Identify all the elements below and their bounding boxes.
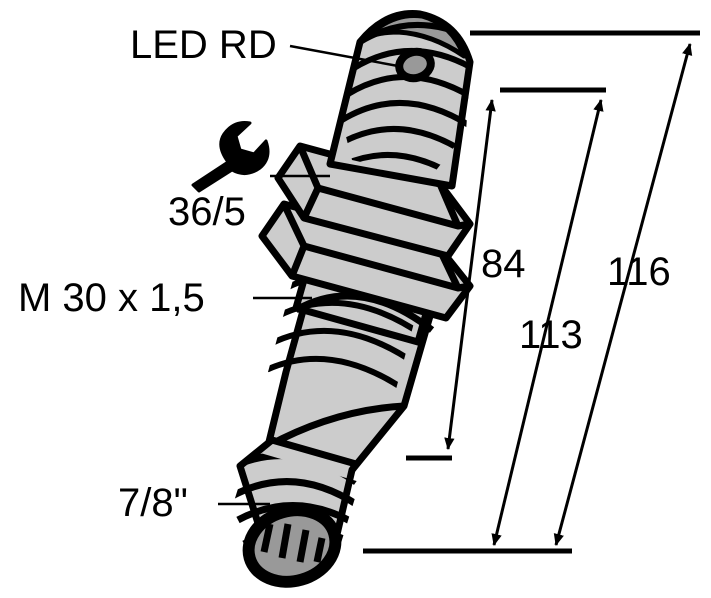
dimension-line-84 — [444, 99, 496, 450]
dimension-line-116 — [553, 43, 693, 546]
dimension-84: 84 — [481, 242, 526, 286]
led-leader-line — [289, 44, 399, 68]
dimension-116: 116 — [607, 250, 671, 294]
connector-end — [224, 436, 360, 588]
callouts-group: LED RD 36/5 M 30 x 1,5 7/8" — [18, 23, 399, 525]
wrench-size-callout: 36/5 — [168, 190, 246, 234]
dimension-113: 113 — [519, 313, 583, 357]
connector-size-callout: 7/8" — [118, 481, 188, 525]
sensor-body-group — [224, 10, 474, 588]
led-dot-icon — [395, 47, 435, 83]
connector-pin-slots — [260, 523, 326, 563]
wrench-icon — [191, 121, 270, 193]
dimensions-group: 84 113 116 — [363, 30, 700, 554]
thread-size-callout: M 30 x 1,5 — [18, 276, 205, 320]
upper-thread-head — [326, 10, 474, 190]
led-indicator-callout: LED RD — [130, 23, 277, 67]
